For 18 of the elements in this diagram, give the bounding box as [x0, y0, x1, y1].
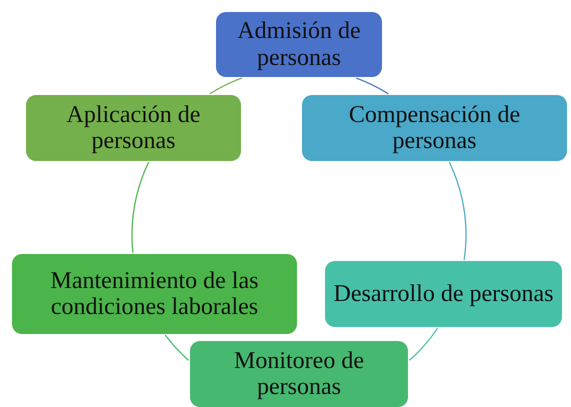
process-box	[216, 12, 382, 77]
process-box	[26, 95, 241, 161]
connector-arc	[164, 334, 190, 361]
process-box	[302, 95, 567, 161]
node-label: Monitoreo de personas	[233, 348, 365, 400]
node-label: Compensación de personas	[348, 102, 522, 154]
node-label: Mantenimiento de las condiciones laborales	[50, 268, 260, 320]
connector-arc	[131, 162, 150, 253]
node-label: Desarrollo de personas	[334, 280, 554, 308]
node-label: Aplicación de personas	[66, 102, 202, 154]
connector-arc	[448, 162, 467, 260]
node-label: Admisión de personas	[236, 18, 362, 71]
process-box	[12, 254, 297, 334]
connector-arc	[356, 78, 389, 94]
process-box	[325, 261, 562, 327]
process-box	[190, 341, 408, 407]
connector-arc	[210, 78, 242, 94]
connector-arc	[408, 328, 438, 361]
